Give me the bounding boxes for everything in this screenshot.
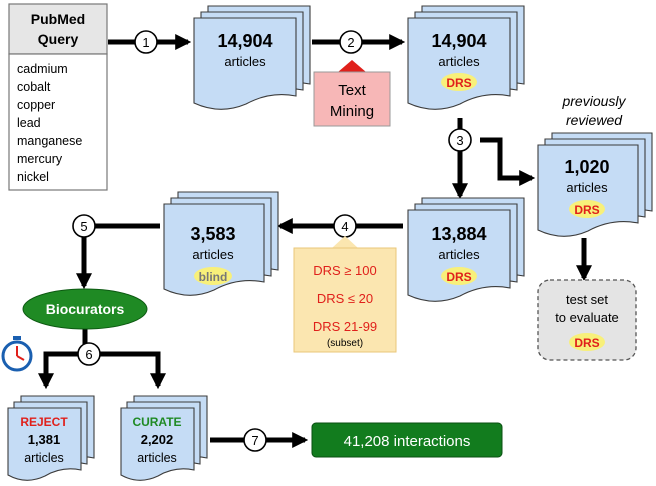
doc-stack-all-articles: 14,904 articles bbox=[193, 5, 311, 110]
criteria-21-99: DRS 21-99 bbox=[313, 319, 377, 334]
doc-stack-curate: CURATE 2,202 articles bbox=[120, 395, 208, 481]
previously-label-line2: reviewed bbox=[566, 112, 623, 128]
metal-cobalt: cobalt bbox=[17, 80, 51, 94]
doc-stack-scored-articles: 14,904 articles DRS bbox=[407, 5, 525, 110]
reviewed-articles-label: articles bbox=[566, 180, 608, 195]
curate-tag: CURATE bbox=[132, 415, 181, 429]
metal-manganese: manganese bbox=[17, 134, 82, 148]
scored-articles-count: 14,904 bbox=[431, 31, 486, 51]
reviewed-articles-count: 1,020 bbox=[564, 157, 609, 177]
test-set-drs-text: DRS bbox=[574, 336, 599, 350]
reject-tag: REJECT bbox=[20, 415, 68, 429]
criteria-box: DRS ≥ 100 DRS ≤ 20 DRS 21-99 (subset) bbox=[293, 236, 397, 353]
query-title-line1: PubMed bbox=[31, 11, 85, 27]
step-label-6: 6 bbox=[85, 347, 92, 362]
text-mining-box: Text Mining bbox=[313, 60, 391, 127]
step-circles: 1 2 3 4 5 6 7 bbox=[72, 30, 472, 452]
doc-stack-reviewed-articles: 1,020 articles DRS bbox=[537, 132, 653, 237]
blind-articles-count: 3,583 bbox=[190, 224, 235, 244]
curate-count: 2,202 bbox=[141, 432, 174, 447]
reviewed-drs-badge bbox=[569, 200, 605, 218]
reviewed-drs-text: DRS bbox=[574, 203, 599, 217]
arrow-step-5 bbox=[75, 223, 160, 290]
step-circle-7 bbox=[243, 428, 267, 452]
biocurators-node: Biocurators bbox=[22, 288, 148, 330]
metal-cadmium: cadmium bbox=[17, 62, 68, 76]
blind-badge bbox=[194, 267, 232, 285]
doc-stack-reject: REJECT 1,381 articles bbox=[7, 395, 95, 481]
metal-copper: copper bbox=[17, 98, 55, 112]
step-label-3: 3 bbox=[456, 133, 463, 148]
query-title-line2: Query bbox=[38, 31, 79, 47]
criteria-le-20: DRS ≤ 20 bbox=[317, 291, 373, 306]
text-mining-line2: Mining bbox=[330, 103, 374, 120]
pubmed-query-box: PubMed Query cadmium cobalt copper lead … bbox=[8, 3, 108, 191]
previously-label-line1: previously bbox=[561, 93, 626, 109]
step-circle-5 bbox=[72, 214, 96, 238]
test-set-line1: test set bbox=[566, 292, 608, 307]
test-set-box: test set to evaluate DRS bbox=[537, 279, 637, 361]
doc-stack-remaining-articles: 13,884 articles DRS bbox=[407, 197, 525, 302]
arrow-step-6-left bbox=[37, 328, 88, 390]
doc-stack-blind-articles: 3,583 articles blind bbox=[163, 191, 279, 296]
scored-drs-badge bbox=[441, 73, 477, 91]
remaining-articles-label: articles bbox=[438, 247, 480, 262]
step-circle-2 bbox=[339, 30, 363, 54]
curate-label: articles bbox=[137, 451, 177, 465]
test-set-drs-badge bbox=[569, 333, 605, 351]
scored-articles-label: articles bbox=[438, 54, 480, 69]
step-label-1: 1 bbox=[142, 35, 149, 50]
metal-mercury: mercury bbox=[17, 152, 63, 166]
metal-nickel: nickel bbox=[17, 170, 49, 184]
stopwatch-icon bbox=[1, 336, 33, 372]
all-articles-label: articles bbox=[224, 54, 266, 69]
step-label-4: 4 bbox=[341, 219, 348, 234]
interactions-label: 41,208 interactions bbox=[344, 433, 471, 450]
interactions-box: 41,208 interactions bbox=[311, 422, 503, 458]
remaining-drs-badge bbox=[441, 267, 477, 285]
reject-label: articles bbox=[24, 451, 64, 465]
criteria-subset: (subset) bbox=[327, 338, 363, 349]
blind-badge-text: blind bbox=[199, 270, 228, 284]
metal-lead: lead bbox=[17, 116, 41, 130]
step-label-5: 5 bbox=[80, 219, 87, 234]
criteria-ge-100: DRS ≥ 100 bbox=[313, 263, 377, 278]
reject-count: 1,381 bbox=[28, 432, 61, 447]
step-circle-3 bbox=[448, 128, 472, 152]
arrow-step-6-right bbox=[85, 351, 167, 390]
step-circle-1 bbox=[134, 30, 158, 54]
biocurators-label: Biocurators bbox=[46, 301, 125, 317]
remaining-articles-count: 13,884 bbox=[431, 224, 486, 244]
step-label-2: 2 bbox=[347, 35, 354, 50]
blind-articles-label: articles bbox=[192, 247, 234, 262]
step-circle-6 bbox=[77, 342, 101, 366]
scored-drs-text: DRS bbox=[446, 76, 471, 90]
arrow-step-3-right bbox=[480, 137, 536, 187]
test-set-line2: to evaluate bbox=[555, 310, 619, 325]
text-mining-line1: Text bbox=[338, 82, 366, 99]
all-articles-count: 14,904 bbox=[217, 31, 272, 51]
remaining-drs-text: DRS bbox=[446, 270, 471, 284]
step-label-7: 7 bbox=[251, 433, 258, 448]
